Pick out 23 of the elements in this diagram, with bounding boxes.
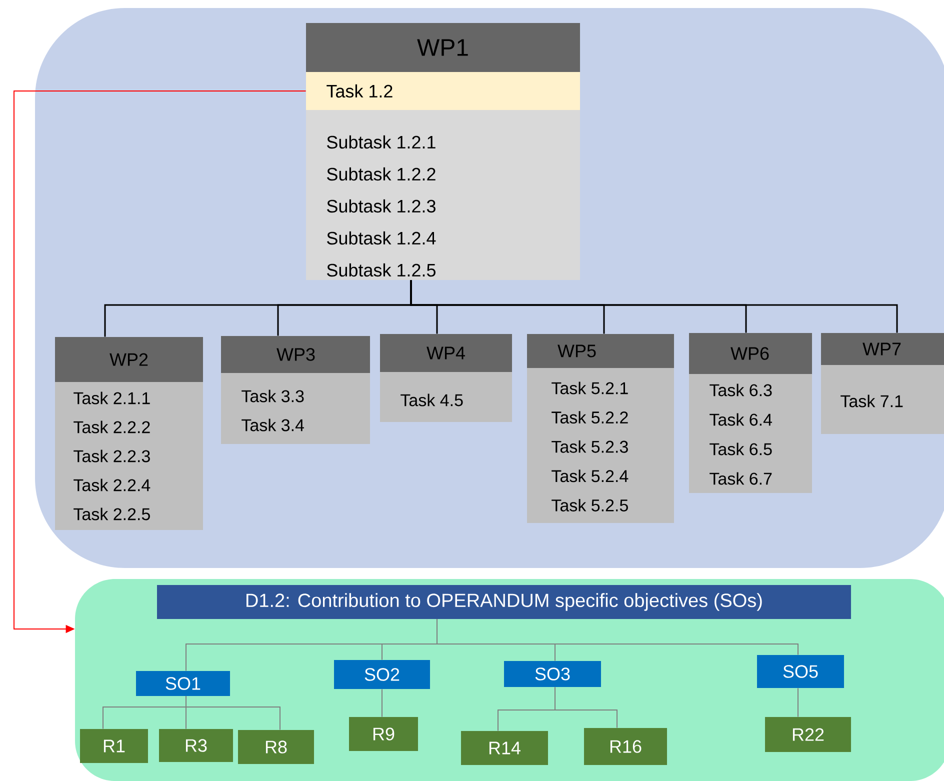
- work-package-card: WP6 Task 6.3 Task 6.4 Task 6.5 Task 6.7: [689, 333, 812, 493]
- result-box: R9: [349, 717, 418, 751]
- objective-box: SO3: [504, 661, 601, 687]
- connector: [410, 280, 898, 333]
- connector: [554, 686, 618, 728]
- work-package-card: WP3 Task 3.3 Task 3.4: [221, 336, 370, 444]
- objective-box: SO5: [757, 655, 844, 688]
- result-box: R16: [584, 728, 667, 765]
- result-box: R8: [238, 730, 314, 764]
- work-package-card: WP2 Task 2.1.1 Task 2.2.2 Task 2.2.3 Task 2.2.4 Task 2.2.5: [55, 337, 203, 530]
- work-package-card: WP7 Task 7.1: [821, 333, 944, 434]
- objective-box: SO1: [136, 671, 230, 696]
- connector: [186, 696, 280, 730]
- objective-box: SO2: [334, 660, 430, 689]
- header-bar: D1.2: Contribution to OPERANDUM specific objectives (SOs): [157, 585, 852, 619]
- work-package-card: WP4 Task 4.5: [380, 334, 512, 422]
- work-package-card: WP5 Task 5.2.1 Task 5.2.2 Task 5.2.3 Task 5.2.4 Task 5.2.5: [527, 334, 674, 523]
- task-band: Task 1.2: [306, 72, 580, 110]
- connector: [436, 618, 798, 656]
- result-box: R22: [765, 717, 852, 752]
- result-box: R1: [80, 729, 148, 763]
- result-box: R3: [159, 729, 233, 762]
- result-box: R14: [461, 731, 548, 765]
